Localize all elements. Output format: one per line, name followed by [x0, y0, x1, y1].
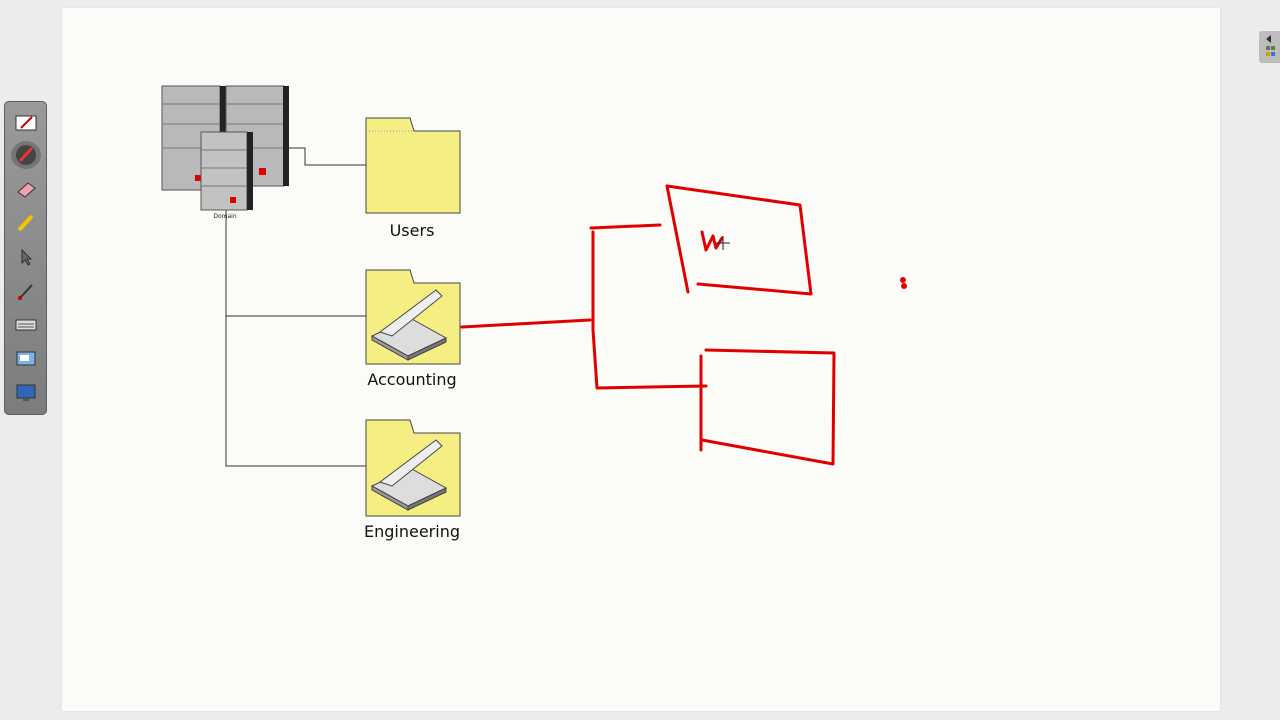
- eraser-icon[interactable]: [11, 175, 41, 203]
- pen-tool-icon[interactable]: [11, 109, 41, 137]
- screen-capture-icon[interactable]: [11, 345, 41, 373]
- server-label: Domain: [213, 213, 237, 220]
- pointer-icon[interactable]: [11, 243, 41, 271]
- crosshair-cursor-icon: [716, 236, 730, 250]
- scanner-icon: [370, 439, 448, 511]
- scanner-icon: [370, 289, 448, 361]
- ink-dot: [901, 283, 907, 289]
- server-cluster-icon[interactable]: [161, 85, 289, 211]
- desktop-icon[interactable]: [11, 379, 41, 407]
- color-pen-icon[interactable]: [11, 277, 41, 305]
- folder-label-engineering: Engineering: [364, 522, 460, 541]
- folder-accounting-icon[interactable]: [365, 269, 461, 365]
- keyboard-icon[interactable]: [11, 311, 41, 339]
- highlighter-icon[interactable]: [11, 209, 41, 237]
- floating-toolbar[interactable]: [4, 101, 47, 415]
- ink-annotations: [460, 184, 907, 466]
- folder-engineering-icon[interactable]: [365, 419, 461, 517]
- connector-lines: [225, 147, 366, 467]
- side-panel-toggle[interactable]: [1259, 31, 1280, 63]
- folder-users-icon[interactable]: [365, 117, 461, 214]
- collapse-arrow-icon[interactable]: [1259, 31, 1280, 63]
- ink-dot: [900, 277, 906, 283]
- pen-circle-tool-icon[interactable]: [11, 141, 41, 169]
- folder-label-users: Users: [389, 221, 435, 240]
- folder-label-accounting: Accounting: [367, 370, 457, 389]
